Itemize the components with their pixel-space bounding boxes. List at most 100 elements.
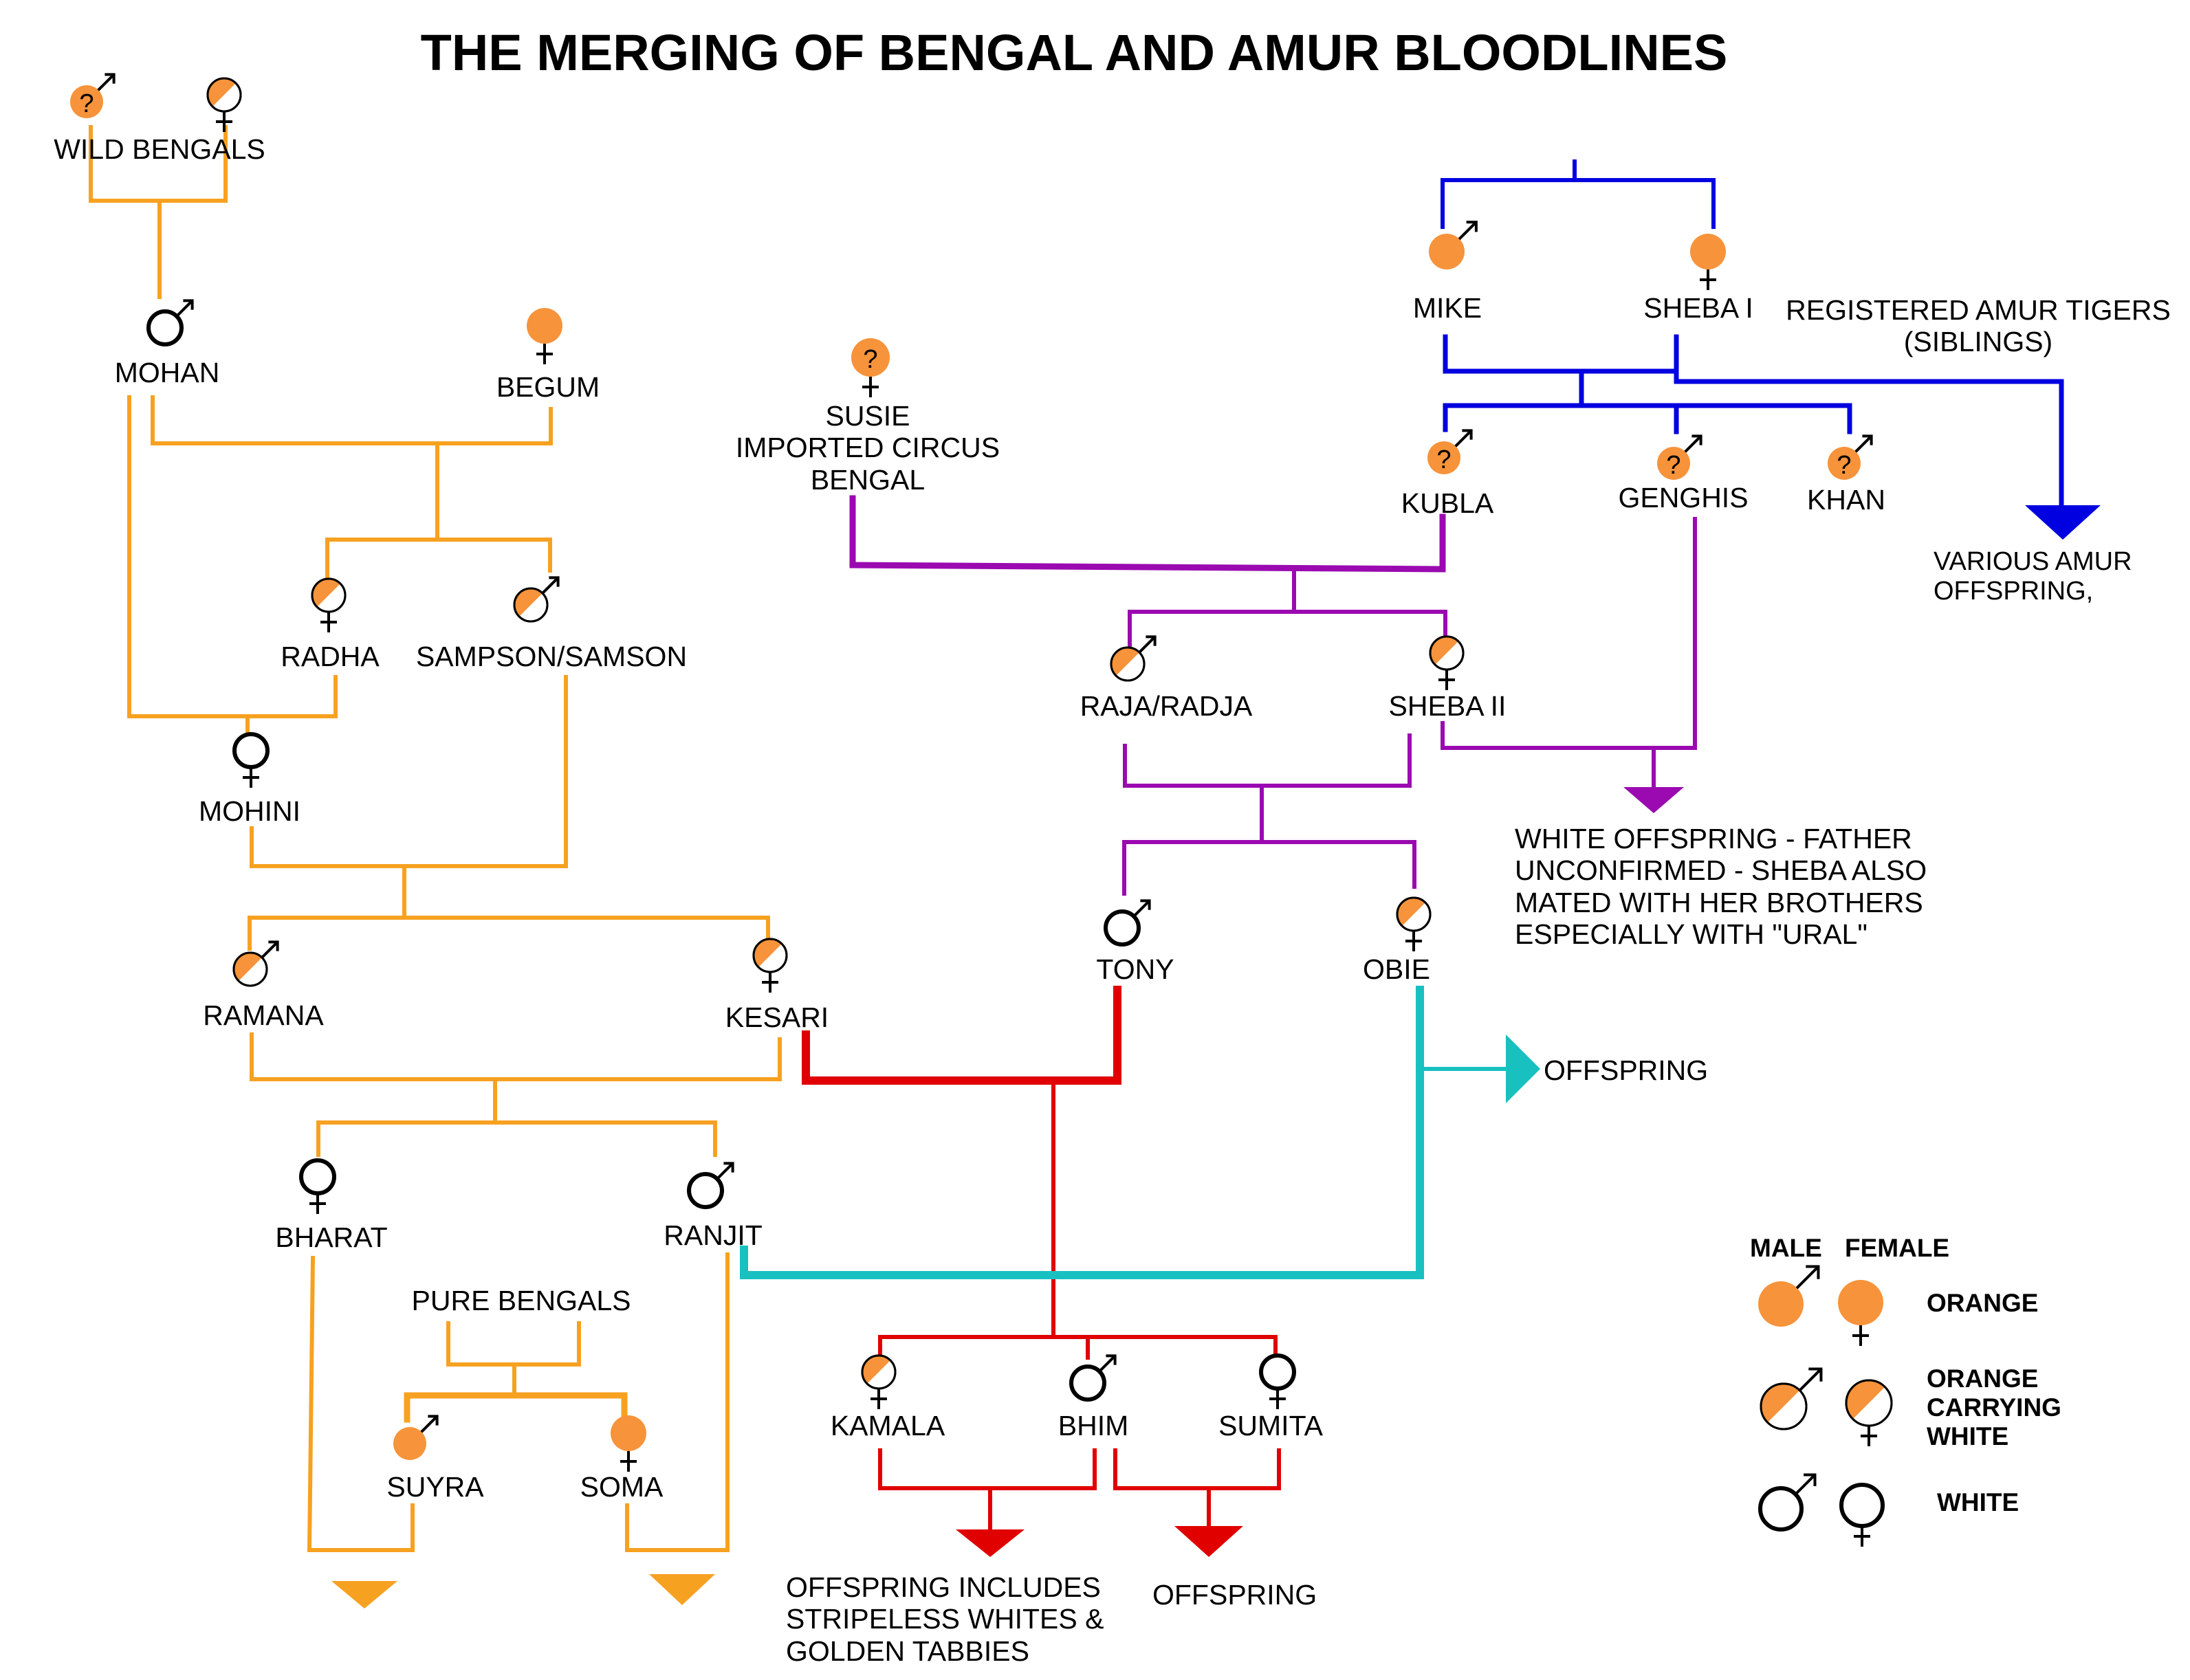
label-susie: SUSIE IMPORTED CIRCUS BENGAL <box>735 400 1000 496</box>
ranjit-icon <box>687 1172 724 1209</box>
mike-sheba-sibling-line <box>1441 178 1716 229</box>
label-soma: SOMA <box>580 1471 664 1503</box>
khan-icon-unknown-mark: ? <box>1837 451 1851 480</box>
mohan-radha-mating-line <box>127 395 338 718</box>
legend-carrier-female-icon <box>1845 1379 1893 1427</box>
mohini-sampson-mating-line <box>250 675 568 868</box>
sheba-genghis-mating-line <box>1441 517 1697 750</box>
ranjit-icon-male-symbol-head <box>723 1162 734 1173</box>
legend-white-male-icon-male-symbol-shaft <box>1794 1474 1816 1496</box>
label-khan: KHAN <box>1807 484 1885 516</box>
khan-icon <box>1828 447 1861 480</box>
mohan-icon <box>146 309 184 346</box>
mohan-icon-male-symbol-head <box>183 299 194 310</box>
raja-sheba-sibling-line <box>1128 610 1447 648</box>
tony-icon <box>1104 909 1141 947</box>
ranjit-soma-mating-line <box>625 1252 730 1552</box>
obie-icon <box>1396 896 1432 932</box>
kubla-icon <box>1427 441 1460 474</box>
kubla-icon-male-symbol-head <box>1462 429 1473 440</box>
wild-bengal-female-icon <box>206 77 242 113</box>
kubla-genghis-khan-sibling-line <box>1443 403 1852 434</box>
khan-icon-male-symbol-head <box>1862 434 1873 445</box>
susie-kubla-mating-line <box>849 495 1446 573</box>
tony-icon-male-symbol-shaft <box>1132 899 1151 918</box>
suyra-icon-male-symbol-head <box>428 1415 439 1426</box>
label-bhim: BHIM <box>1058 1410 1129 1441</box>
label-kesari: KESARI <box>725 1002 829 1033</box>
ramana-icon-male-symbol-head <box>268 940 279 951</box>
sampson-icon-male-symbol-head <box>549 576 560 587</box>
to-various-amur-line <box>1674 368 2064 508</box>
kamala-bhim-sumita-sibling-line <box>878 1335 1278 1363</box>
label-mohan: MOHAN <box>114 357 220 388</box>
label-mohini: MOHINI <box>198 795 301 827</box>
label-various-amur: VARIOUS AMUR OFFSPRING, <box>1934 547 2132 606</box>
mohan-begum-mating-line <box>151 395 553 445</box>
label-offspring-teal: OFFSPRING <box>1544 1054 1709 1086</box>
legend-orange-label: ORANGE <box>1927 1289 2039 1317</box>
label-white-offspring-note: WHITE OFFSPRING - FATHER UNCONFIRMED - S… <box>1515 823 1927 950</box>
kubla-icon-male-symbol-shaft <box>1454 429 1473 447</box>
label-sampson: SAMPSON/SAMSON <box>415 641 688 672</box>
obie-offspring-arrow <box>1506 1035 1540 1103</box>
bharat-suyra-offspring-arrow <box>331 1581 397 1609</box>
legend-carrier-male-icon-male-symbol-head <box>1808 1367 1823 1382</box>
label-raja: RAJA/RADJA <box>1080 690 1253 722</box>
label-sheba-ii: SHEBA II <box>1388 690 1507 722</box>
suyra-soma-sibling-line <box>404 1392 628 1423</box>
bhim-sumita-mating-line <box>1113 1448 1281 1490</box>
kesari-tony-mating-line <box>802 986 1121 1085</box>
white-offspring-arrow <box>1623 787 1684 813</box>
legend-white-female-icon <box>1839 1483 1885 1528</box>
label-ramana: RAMANA <box>203 999 324 1031</box>
radha-icon <box>311 577 347 613</box>
mike-icon <box>1429 234 1465 269</box>
legend-white-label: WHITE <box>1937 1488 2019 1516</box>
label-amur-note: REGISTERED AMUR TIGERS (SIBLINGS) <box>1786 294 2171 358</box>
legend-orange-female-icon <box>1838 1280 1883 1325</box>
legend-orange-male-icon-male-symbol-shaft <box>1795 1265 1819 1290</box>
label-begum: BEGUM <box>496 371 600 403</box>
sumita-icon <box>1259 1353 1296 1391</box>
sampson-icon-male-symbol-shaft <box>541 576 560 595</box>
legend-carrier-male-icon-male-symbol-shaft <box>1798 1368 1822 1392</box>
label-ranjit: RANJIT <box>664 1219 763 1251</box>
label-kamala: KAMALA <box>830 1410 945 1441</box>
label-kubla: KUBLA <box>1401 487 1494 519</box>
genghis-icon <box>1657 447 1690 480</box>
diagram-title: THE MERGING OF BENGAL AND AMUR BLOODLINE… <box>420 24 1728 81</box>
ramana-icon <box>232 951 268 987</box>
radha-sampson-sibling-line <box>325 538 552 578</box>
ranjit-soma-offspring-arrow <box>649 1574 715 1605</box>
label-obie: OBIE <box>1363 953 1430 985</box>
label-offspring-stripeless: OFFSPRING INCLUDES STRIPELESS WHITES & G… <box>786 1571 1104 1667</box>
sheba-i-icon <box>1690 234 1726 269</box>
label-wild-bengals: WILD BENGALS <box>54 133 265 165</box>
label-bharat: BHARAT <box>275 1222 388 1253</box>
bhim-icon-male-symbol-head <box>1106 1354 1117 1365</box>
legend-orange-male-icon <box>1758 1281 1804 1327</box>
raja-icon-male-symbol-head <box>1146 635 1157 646</box>
susie-icon-unknown-mark: ? <box>863 345 877 374</box>
raja-icon <box>1110 646 1146 682</box>
begum-icon <box>527 308 562 344</box>
ramana-kesari-mating-line <box>250 1032 782 1081</box>
mike-sheba-mating-line <box>1443 334 1679 374</box>
kesari-icon <box>752 938 788 973</box>
tony-icon-male-symbol-head <box>1140 899 1151 910</box>
genghis-icon-unknown-mark: ? <box>1666 451 1680 480</box>
wild-bengal-male-icon <box>70 85 103 118</box>
bharat-ranjit-sibling-line <box>316 1120 717 1157</box>
label-mike: MIKE <box>1412 292 1482 324</box>
soma-icon <box>611 1415 646 1451</box>
bhim-sumita-offspring-arrow <box>1174 1526 1243 1557</box>
sampson-icon <box>513 587 549 623</box>
legend-white-male-icon-male-symbol-head <box>1804 1473 1817 1486</box>
kamala-icon <box>861 1354 897 1390</box>
label-offspring-red: OFFSPRING <box>1152 1579 1317 1611</box>
label-sheba-i: SHEBA I <box>1643 292 1753 324</box>
wild-bengal-male-icon-unknown-mark: ? <box>79 89 94 118</box>
